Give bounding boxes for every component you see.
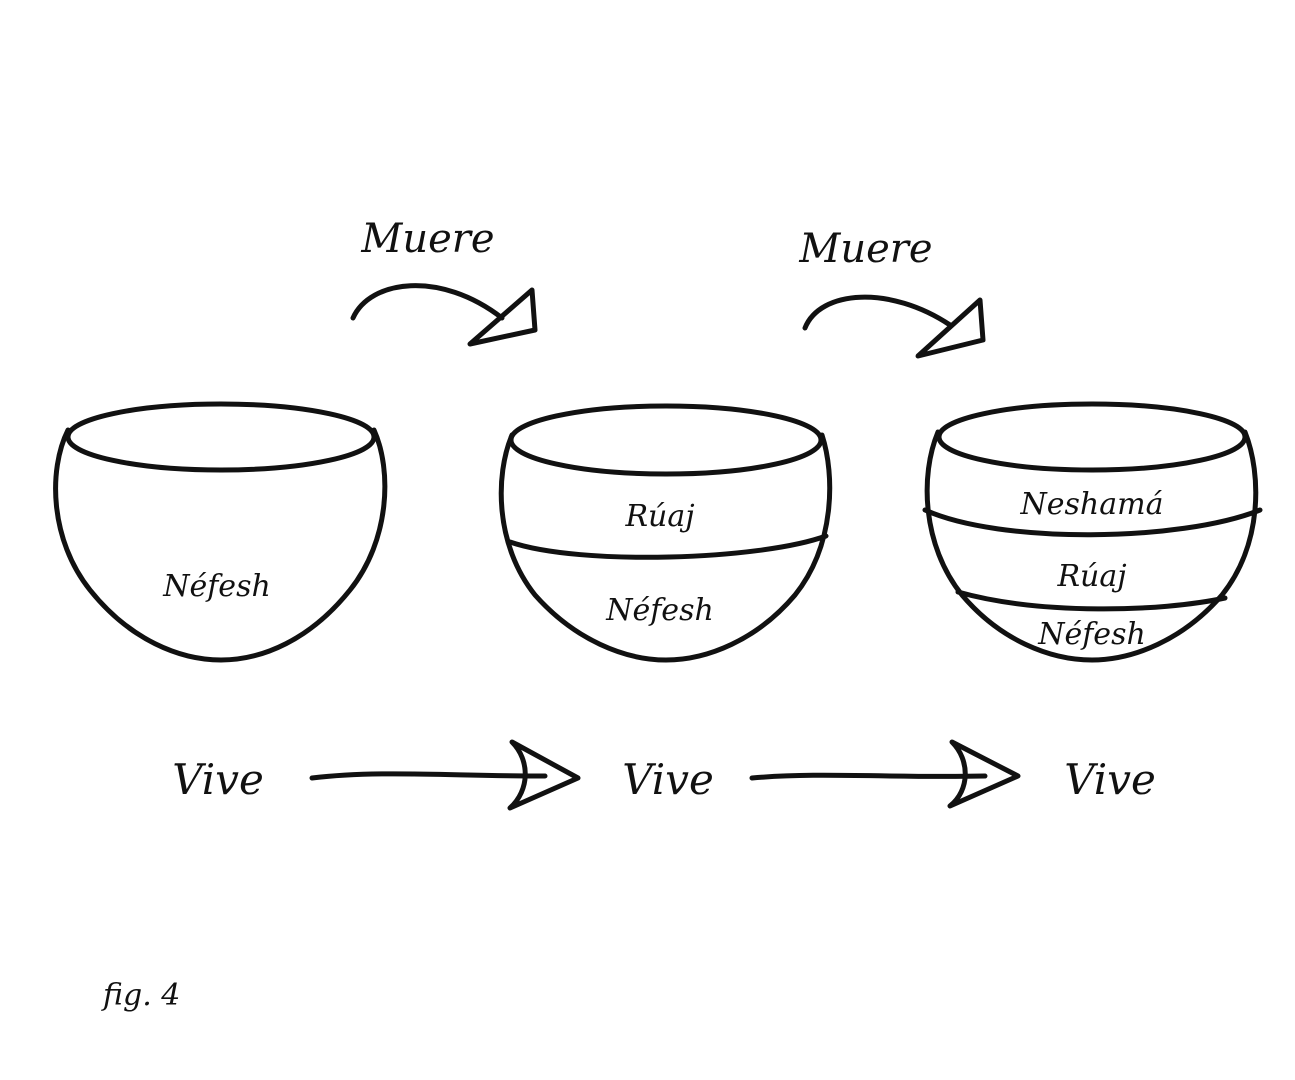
straight-arrow-1 [309, 739, 581, 811]
bowl-2 [498, 403, 833, 663]
bowl-2-layer-ruaj: Rúaj [624, 499, 694, 534]
curved-arrow-2 [802, 294, 986, 359]
bowl-2-layer-nefesh: Néfesh [605, 593, 714, 628]
vive-label-2: Vive [622, 755, 714, 804]
bowl-3-layer-nefesh: Néfesh [1037, 617, 1146, 652]
bowl-1 [53, 401, 388, 663]
muere-label-1: Muere [360, 216, 494, 262]
bowl-3-layer-ruaj: Rúaj [1056, 559, 1126, 594]
bowl-3 [922, 401, 1263, 663]
bowl-3-layer-neshama: Neshamá [1020, 487, 1164, 522]
vive-label-1: Vive [172, 755, 264, 804]
figure-caption: fig. 4 [101, 978, 180, 1013]
curved-arrow-1 [350, 283, 538, 347]
bowl-1-layer-nefesh: Néfesh [162, 569, 271, 604]
vive-label-3: Vive [1064, 755, 1156, 804]
muere-label-2: Muere [798, 226, 932, 272]
straight-arrow-2 [749, 739, 1021, 809]
